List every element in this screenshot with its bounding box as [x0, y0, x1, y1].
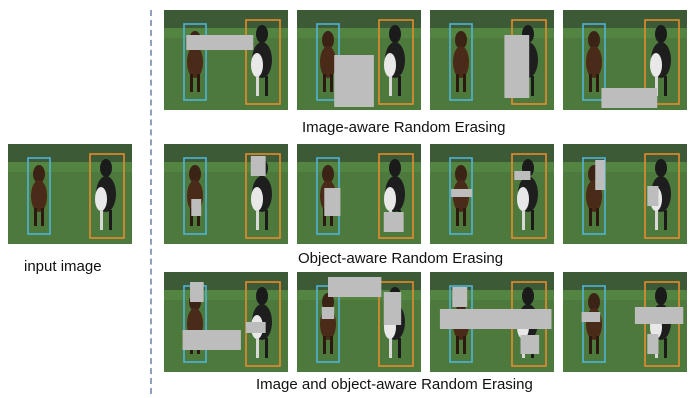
field-background — [297, 10, 421, 28]
erased-region — [328, 277, 382, 297]
grass-band — [164, 162, 288, 172]
erased-region — [250, 156, 266, 176]
erased-region — [581, 312, 601, 322]
erased-region — [647, 334, 659, 354]
erased-region — [191, 199, 202, 216]
cyan-bounding-box — [582, 157, 606, 235]
erased-region — [245, 322, 266, 333]
row3-image2 — [297, 272, 421, 372]
erased-region — [439, 309, 552, 329]
erased-region — [334, 55, 374, 107]
cyan-bounding-box — [582, 285, 606, 363]
orange-bounding-box — [245, 19, 281, 105]
dashed-divider — [150, 10, 152, 394]
field-background — [164, 144, 288, 162]
pinto-horse — [95, 159, 116, 230]
erased-region — [324, 188, 341, 216]
row2-image4 — [563, 144, 687, 244]
orange-bounding-box — [89, 153, 125, 239]
row1-image2 — [297, 10, 421, 110]
grass-band — [430, 28, 554, 38]
orange-bounding-box — [245, 153, 281, 239]
row1-caption: Image-aware Random Erasing — [302, 119, 506, 136]
orange-bounding-box — [378, 281, 414, 367]
row1-image4 — [563, 10, 687, 110]
cyan-bounding-box — [582, 23, 606, 101]
brown-horse — [586, 31, 602, 92]
grass-band — [297, 28, 421, 38]
erased-region — [601, 88, 658, 108]
pinto-horse — [251, 25, 272, 96]
field-background — [430, 272, 554, 290]
field-background — [563, 10, 687, 28]
erased-region — [186, 35, 254, 50]
input-image-svg — [8, 144, 132, 244]
erased-region — [451, 189, 473, 197]
row2-image1 — [164, 144, 288, 244]
brown-horse — [31, 165, 47, 226]
row1-image1 — [164, 10, 288, 110]
orange-bounding-box — [378, 19, 414, 105]
pinto-horse — [384, 25, 405, 96]
orange-bounding-box — [511, 153, 547, 239]
cyan-bounding-box — [27, 157, 51, 235]
field-background — [164, 272, 288, 290]
erased-region — [452, 287, 468, 307]
orange-bounding-box — [644, 153, 680, 239]
grass-band — [164, 28, 288, 38]
grass-band — [563, 162, 687, 172]
row3-caption: Image and object-aware Random Erasing — [256, 376, 533, 393]
row1-image3 — [430, 10, 554, 110]
field-background — [164, 10, 288, 28]
erased-region — [383, 212, 404, 232]
cyan-bounding-box — [449, 23, 473, 101]
grass-band — [430, 290, 554, 300]
cyan-bounding-box — [183, 23, 207, 101]
row2-caption: Object-aware Random Erasing — [298, 250, 504, 267]
grass-band — [8, 162, 132, 172]
grass-band — [297, 162, 421, 172]
row2-image3 — [430, 144, 554, 244]
erased-region — [504, 35, 530, 98]
row3-image3 — [430, 272, 554, 372]
grass-band — [563, 290, 687, 300]
cyan-bounding-box — [183, 157, 207, 235]
erased-region — [182, 330, 241, 350]
field-background — [8, 144, 132, 162]
erased-region — [520, 335, 540, 354]
input-image — [8, 144, 132, 244]
orange-bounding-box — [644, 19, 680, 105]
grass-band — [563, 28, 687, 38]
field-background — [430, 10, 554, 28]
erased-region — [383, 292, 402, 325]
field-background — [430, 144, 554, 162]
grass-band — [164, 290, 288, 300]
brown-horse — [320, 31, 336, 92]
pinto-horse — [650, 25, 671, 96]
erased-region — [647, 186, 659, 206]
input-image-caption: input image — [24, 258, 102, 275]
erased-region — [514, 171, 531, 180]
row2-image2 — [297, 144, 421, 244]
brown-horse — [453, 31, 469, 92]
row3-image4 — [563, 272, 687, 372]
field-background — [563, 144, 687, 162]
grass-band — [430, 162, 554, 172]
orange-bounding-box — [378, 153, 414, 239]
field-background — [563, 272, 687, 290]
erased-region — [321, 307, 335, 319]
field-background — [297, 144, 421, 162]
erased-region — [190, 282, 204, 302]
row3-image1 — [164, 272, 288, 372]
erased-region — [634, 307, 684, 324]
erased-region — [595, 160, 606, 190]
